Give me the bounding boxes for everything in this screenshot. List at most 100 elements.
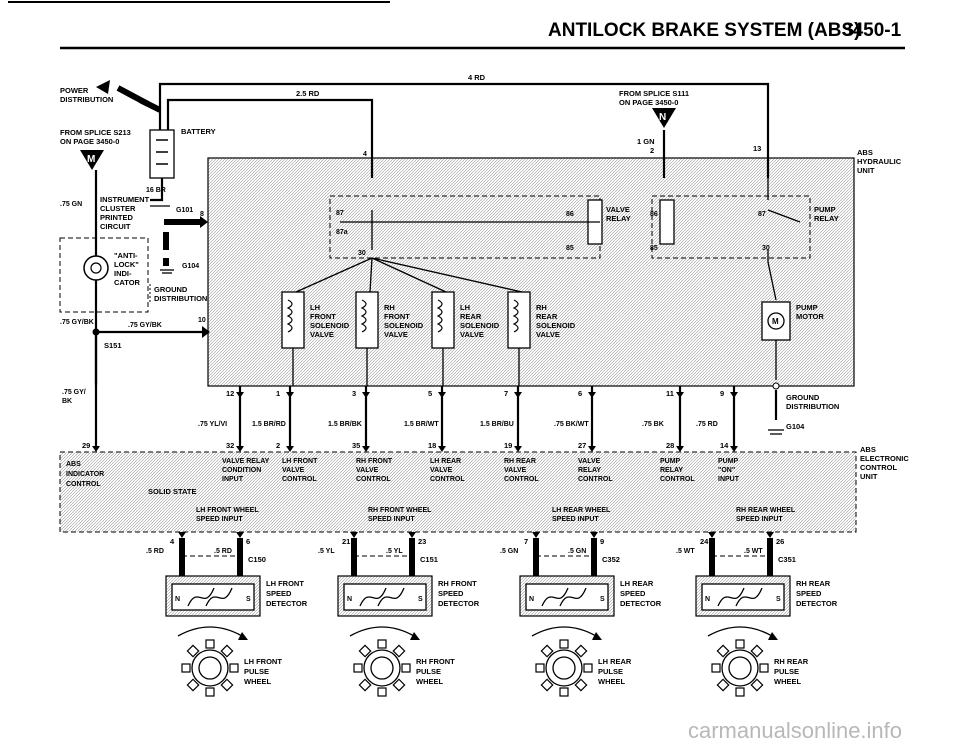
sensor-arrow-b-3 [766, 532, 774, 538]
abs-indicator-2: INDICATOR [66, 471, 104, 478]
wheel-input-3-0: RH REAR WHEEL [736, 507, 796, 514]
pulse-label-2-1: PULSE [598, 667, 623, 676]
pulse-tooth-3-3 [716, 678, 730, 692]
relay-pin-30b: 30 [762, 245, 770, 252]
sensor-wire-color-b-2: .5 GN [568, 548, 586, 555]
instrument-label-3: PRINTED [100, 213, 134, 222]
sensor-connector-1: C151 [420, 555, 438, 564]
sensor-label-2-0: LH REAR [620, 579, 654, 588]
harness-arrow-7 [730, 392, 738, 398]
pulse-hub-1 [370, 656, 394, 680]
pulse-arc-arrow-2 [592, 632, 602, 640]
wheel-input-3-1: SPEED INPUT [736, 516, 783, 523]
ground-dist-left-1: GROUND [154, 285, 188, 294]
solenoid-box-1 [355, 291, 379, 349]
sensor-label-1-2: DETECTOR [438, 599, 480, 608]
pulse-tooth-3-0 [759, 663, 769, 673]
ecu-col-0-1: CONDITION [222, 467, 261, 474]
battery-label: BATTERY [181, 127, 216, 136]
solenoid-label-3-2: SOLENOID [536, 321, 576, 330]
sensor-label-0-2: DETECTOR [266, 599, 308, 608]
solenoid-label-0-1: FRONT [310, 312, 336, 321]
ecu-col-4-1: VALVE [504, 467, 527, 474]
ecu-col-6-2: CONTROL [660, 476, 695, 483]
ecu-pin-arrow-0 [92, 446, 100, 452]
pulse-tooth-3-6 [735, 639, 745, 649]
ecu-pin-arrow-5 [514, 446, 522, 452]
hydraulic-label-3: UNIT [857, 166, 875, 175]
pulse-tooth-2-1 [574, 678, 588, 692]
harness-arrow-1 [286, 392, 294, 398]
wire-75gybk-a: .75 GY/BK [60, 319, 94, 326]
sensor-pin-b-2: 9 [600, 537, 604, 546]
solenoid-box-3 [507, 291, 531, 349]
anti-lock-label-2: LOCK" [114, 260, 139, 269]
ecu-col-5-0: VALVE [578, 458, 601, 465]
pump-relay-2: RELAY [814, 214, 839, 223]
wire-75gy-2: BK [62, 398, 72, 405]
ecu-label-2: ELECTRONIC [860, 454, 909, 463]
harness-color-1: 1.5 BR/RD [252, 421, 286, 428]
sensor-arrow-a-2 [532, 532, 540, 538]
solenoid-valves: LHFRONTSOLENOIDVALVERHFRONTSOLENOIDVALVE… [281, 291, 576, 386]
sensor-pin-b-0: 6 [246, 537, 250, 546]
solenoid-label-0-0: LH [310, 303, 320, 312]
pulse-tooth-2-5 [540, 644, 554, 658]
wire-4rd: 4 RD [468, 73, 486, 82]
ground-distribution-right: GROUND DISTRIBUTION G104 [768, 382, 839, 435]
page-title: ANTILOCK BRAKE SYSTEM (ABS) [548, 20, 860, 41]
page-number: 3450-1 [842, 20, 902, 41]
harness-color-5: .75 BK/WT [554, 421, 589, 428]
instrument-label-1: INSTRUMENT [100, 195, 150, 204]
wire-75gy-1: .75 GY/ [62, 389, 86, 396]
pulse-label-2-2: WHEEL [598, 677, 626, 686]
pulse-label-3-1: PULSE [774, 667, 799, 676]
pulse-tooth-0-6 [205, 639, 215, 649]
abs-hydraulic-unit [207, 157, 855, 387]
harness-pin-4: 7 [504, 389, 508, 398]
ecu-pin-arrow-2 [286, 446, 294, 452]
sensor-coil-2 [541, 587, 587, 607]
harness-arrow-4 [514, 392, 522, 398]
pulse-label-1-1: PULSE [416, 667, 441, 676]
splice-s111-2: ON PAGE 3450-0 [619, 98, 678, 107]
pulse-tooth-2-0 [583, 663, 593, 673]
solenoid-label-3-3: VALVE [536, 330, 560, 339]
ecu-pin-8: 14 [720, 441, 729, 450]
wheel-input-1-0: RH FRONT WHEEL [368, 507, 432, 514]
pulse-label-2-0: LH REAR [598, 657, 632, 666]
solid-state: SOLID STATE [148, 487, 196, 496]
sensor-connector-3: C351 [778, 555, 796, 564]
pulse-tooth-1-1 [392, 678, 406, 692]
solenoid-coil-3 [512, 299, 519, 333]
sensor-coil-1 [359, 587, 405, 607]
ecu-col-2-1: VALVE [356, 467, 379, 474]
splice-s213-1: FROM SPLICE S213 [60, 128, 131, 137]
pin-16br: 16 BR [146, 187, 166, 194]
sensor-pin-b-3: 26 [776, 537, 784, 546]
ecu-pin-1: 32 [226, 441, 234, 450]
harness-arrow-2 [362, 392, 370, 398]
sensor-s-3: S [776, 596, 781, 603]
wheel-input-2-0: LH REAR WHEEL [552, 507, 611, 514]
ecu-pin-arrow-7 [676, 446, 684, 452]
pulse-tooth-0-1 [220, 678, 234, 692]
watermark: carmanualsonline.info [688, 718, 902, 743]
sensor-pin-a-3: 24 [700, 537, 709, 546]
ecu-col-0-0: VALVE RELAY [222, 458, 270, 465]
sensor-arrow-b-2 [590, 532, 598, 538]
pump-motor-2: MOTOR [796, 312, 824, 321]
wheel-input-0-1: SPEED INPUT [196, 516, 243, 523]
solenoid-coil-2 [436, 299, 443, 333]
pulse-tooth-0-7 [220, 644, 234, 658]
ecu-col-7-1: "ON" [718, 467, 735, 474]
sensor-label-0-0: LH FRONT [266, 579, 304, 588]
pulse-tooth-3-1 [750, 678, 764, 692]
wire-1gn: 1 GN [637, 137, 655, 146]
ecu-pin-7: 28 [666, 441, 674, 450]
harness-pin-6: 11 [666, 389, 674, 398]
pulse-arc-arrow-3 [768, 632, 778, 640]
